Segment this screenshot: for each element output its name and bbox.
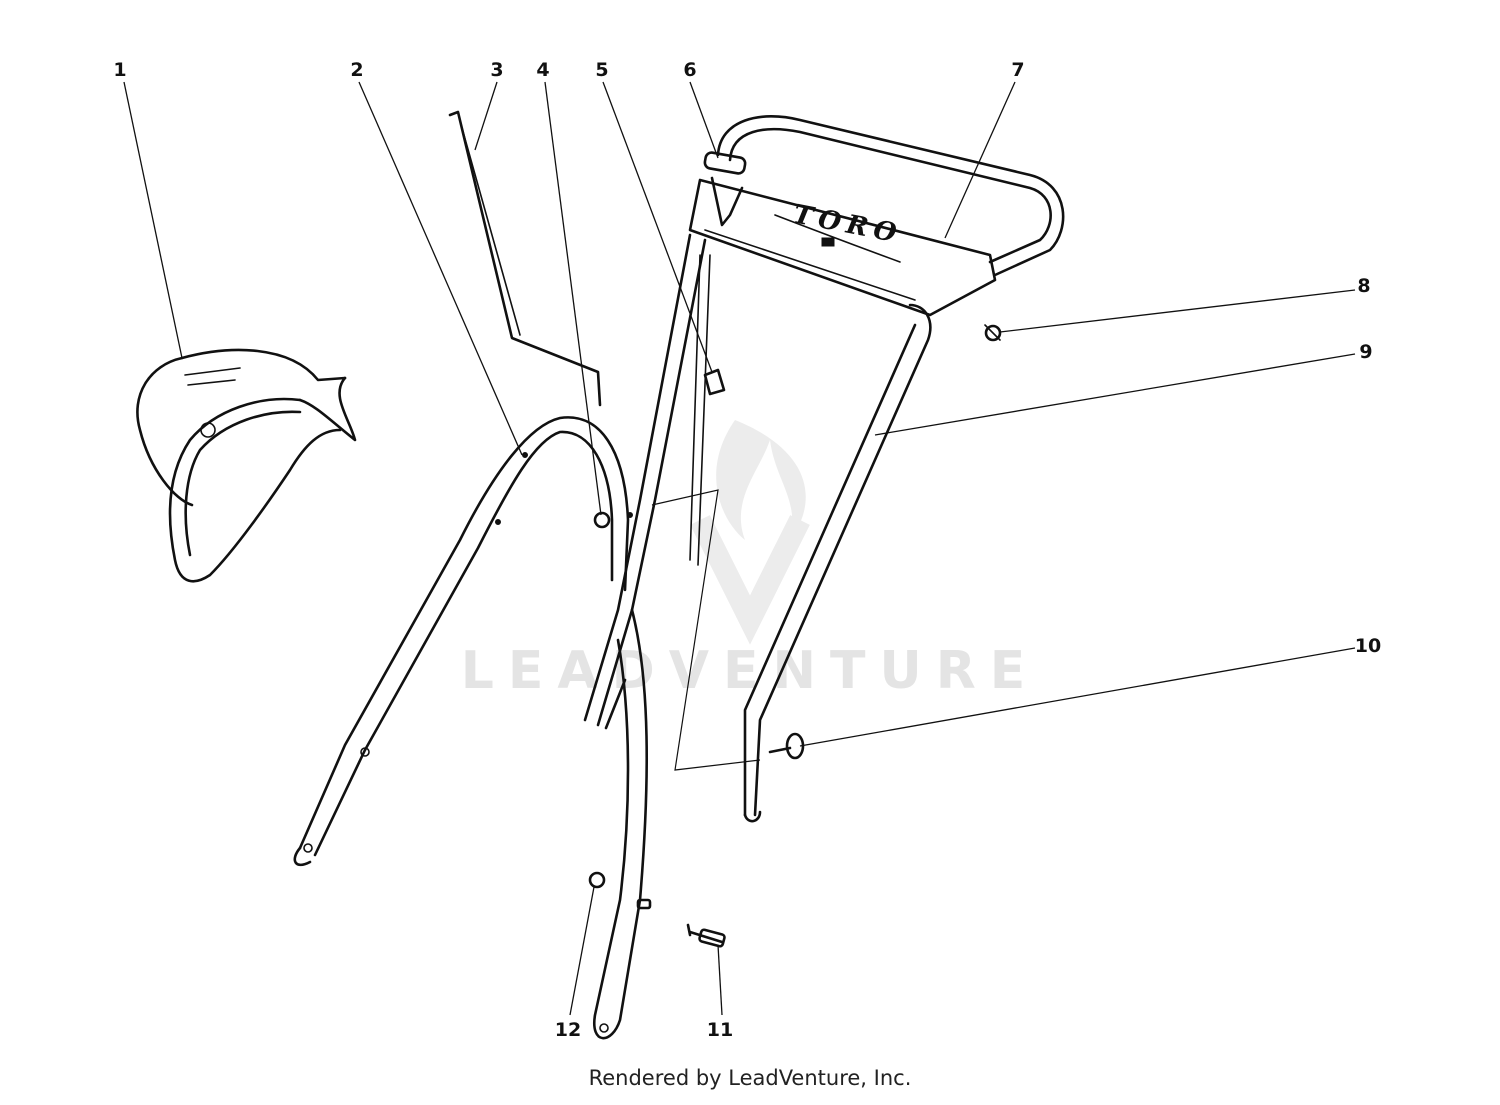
callout-3: 3 <box>490 59 503 81</box>
leader-4 <box>544 81 602 516</box>
part-6-grip <box>703 151 747 227</box>
part-3-rod <box>448 110 602 407</box>
callout-12: 12 <box>555 1019 581 1041</box>
part-9-side-handle <box>743 303 932 823</box>
assembly-guides <box>651 489 761 771</box>
watermark-v-icon <box>690 515 810 645</box>
callout-10: 10 <box>1355 635 1381 657</box>
callout-labels: 1 2 3 4 5 6 7 8 9 10 11 12 <box>113 59 1381 1041</box>
callout-1: 1 <box>113 59 126 81</box>
callout-6: 6 <box>683 59 696 81</box>
part-2-lower-handle <box>293 416 633 867</box>
leader-6 <box>689 81 719 159</box>
part-12-nut <box>588 871 606 889</box>
callout-8: 8 <box>1357 275 1370 297</box>
leader-10 <box>799 647 1356 747</box>
callout-4: 4 <box>536 59 549 81</box>
watermark: LEADVENTURE <box>461 420 1040 701</box>
part-11-pin <box>686 923 726 948</box>
leader-9 <box>874 353 1356 436</box>
watermark-text: LEADVENTURE <box>461 641 1040 701</box>
leader-2 <box>358 81 523 456</box>
part-7-upper-handle: TORO <box>688 115 1065 317</box>
callout-9: 9 <box>1359 341 1372 363</box>
leader-7 <box>944 81 1016 239</box>
part-1-shroud <box>136 348 357 583</box>
leader-lines <box>123 81 1356 1016</box>
callout-11: 11 <box>707 1019 733 1041</box>
leader-3 <box>474 81 498 151</box>
leader-5 <box>602 81 713 373</box>
footer-credit: Rendered by LeadVenture, Inc. <box>588 1066 912 1090</box>
callout-7: 7 <box>1011 59 1024 81</box>
callout-5: 5 <box>595 59 608 81</box>
callout-2: 2 <box>350 59 363 81</box>
leader-12 <box>569 886 595 1016</box>
part-5-clip <box>703 368 726 396</box>
leader-8 <box>999 289 1356 333</box>
center-handle-bars <box>583 233 711 1040</box>
leader-11 <box>717 944 723 1016</box>
part-8-screw <box>984 324 1002 342</box>
part-4-nut <box>593 511 611 529</box>
leader-1 <box>123 81 183 359</box>
part-10-bolt <box>768 732 805 760</box>
watermark-flame-icon <box>716 420 806 540</box>
